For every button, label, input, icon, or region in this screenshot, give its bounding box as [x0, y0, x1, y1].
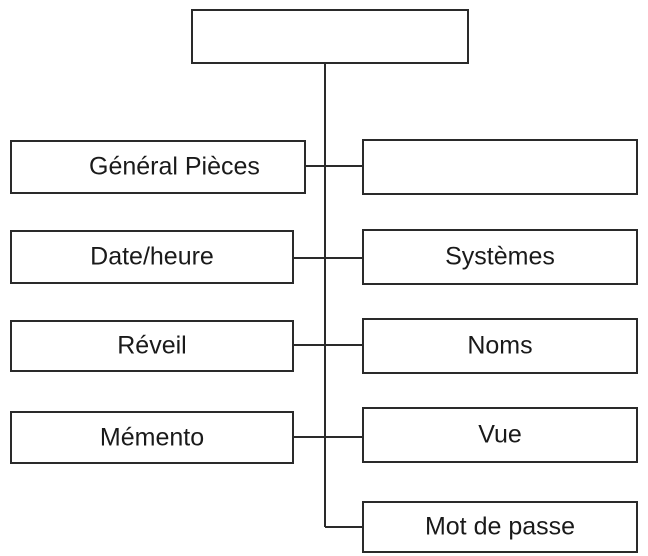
box-right-empty [362, 139, 638, 195]
label-vue: Vue [478, 420, 522, 449]
label-noms: Noms [467, 331, 533, 360]
box-vue: Vue [362, 407, 638, 463]
box-noms: Noms [362, 318, 638, 374]
label-reveil: Réveil [117, 331, 187, 360]
box-systemes: Systèmes [362, 229, 638, 285]
box-date-heure: Date/heure [10, 230, 294, 284]
label-general-pieces: Général Pièces [89, 152, 260, 181]
label-systemes: Systèmes [445, 242, 555, 271]
label-date-heure: Date/heure [90, 242, 214, 271]
box-general-pieces: Général Pièces [10, 140, 306, 194]
label-mot-de-passe: Mot de passe [424, 512, 576, 541]
box-reveil: Réveil [10, 320, 294, 372]
box-memento: Mémento [10, 411, 294, 464]
root-box [191, 9, 469, 64]
box-mot-de-passe: Mot de passe [362, 501, 638, 553]
label-memento: Mémento [99, 423, 205, 451]
